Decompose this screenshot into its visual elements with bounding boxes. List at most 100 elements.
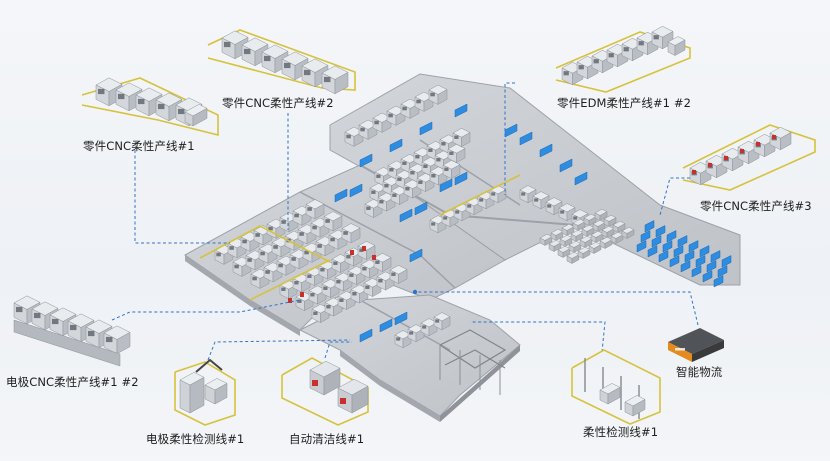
inspection-station bbox=[407, 324, 425, 343]
buffer-rack bbox=[658, 250, 669, 263]
conveyor-module bbox=[389, 138, 403, 153]
inspection-station bbox=[624, 395, 646, 417]
label-part-cnc-line-3: 零件CNC柔性产线#3 bbox=[700, 199, 812, 213]
safety-fence bbox=[81, 77, 219, 137]
status-light bbox=[708, 163, 712, 167]
leader-lines bbox=[111, 82, 699, 361]
conveyor-module bbox=[539, 143, 553, 158]
cluster-electrode-cnc-line bbox=[13, 295, 131, 367]
conveyor-module bbox=[454, 171, 468, 186]
conveyor-module bbox=[334, 188, 348, 203]
buffer-rack bbox=[710, 250, 721, 263]
edm-machine bbox=[453, 203, 471, 222]
conveyor-module bbox=[454, 103, 468, 118]
status-light bbox=[350, 250, 354, 255]
conveyor-module bbox=[349, 183, 363, 198]
storage-rack bbox=[550, 228, 564, 241]
leader-line bbox=[415, 291, 699, 326]
buffer-rack bbox=[680, 260, 691, 273]
storage-rack bbox=[621, 226, 635, 239]
buffer-rack bbox=[706, 260, 717, 273]
cleaning-machine bbox=[337, 378, 369, 414]
status-light bbox=[372, 255, 376, 260]
conveyor-module bbox=[574, 171, 588, 186]
gantry-frame bbox=[444, 349, 506, 369]
conveyor-module bbox=[419, 121, 433, 136]
storage-rack bbox=[557, 245, 571, 258]
conveyor-module bbox=[439, 178, 453, 193]
agv-light bbox=[675, 348, 685, 351]
storage-rack bbox=[594, 208, 608, 221]
production-line-illustrations bbox=[13, 25, 816, 426]
buffer-rack bbox=[647, 245, 658, 258]
label-flexible-inspection-line: 柔性检测线#1 bbox=[583, 425, 659, 439]
buffer-rack bbox=[666, 230, 677, 243]
buffer-rack bbox=[695, 255, 706, 268]
status-light bbox=[724, 156, 728, 160]
inspection-station bbox=[599, 383, 621, 405]
conveyor-module bbox=[519, 131, 533, 146]
edm-machine bbox=[519, 185, 537, 204]
status-light bbox=[312, 380, 318, 386]
storage-rack bbox=[601, 225, 615, 238]
agv-robot bbox=[668, 328, 724, 362]
cnc-machine bbox=[428, 84, 448, 105]
cluster-part-edm-line bbox=[555, 25, 691, 93]
cnc-machine bbox=[452, 128, 471, 148]
agv-side-right bbox=[692, 340, 724, 362]
label-smart-logistics: 智能物流 bbox=[676, 365, 723, 379]
edm-machine bbox=[545, 197, 563, 216]
storage-rack bbox=[612, 220, 626, 233]
status-light bbox=[288, 298, 292, 303]
storage-rack bbox=[539, 233, 553, 246]
buffer-rack bbox=[684, 250, 695, 263]
conveyor-module bbox=[399, 208, 413, 223]
cnc-machine bbox=[321, 65, 349, 95]
status-light bbox=[772, 135, 776, 139]
safety-fence bbox=[281, 357, 369, 426]
buffer-rack bbox=[651, 235, 662, 248]
label-part-edm-line: 零件EDM柔性产线#1 #2 bbox=[557, 96, 692, 110]
cnc-machine bbox=[103, 325, 131, 355]
leader-line bbox=[504, 82, 515, 195]
buffer-rack bbox=[677, 235, 688, 248]
agv-side-left bbox=[668, 342, 692, 362]
cnc-machine bbox=[305, 199, 325, 220]
label-electrode-cnc-line: 电极CNC柔性产线#1 #2 bbox=[6, 375, 139, 389]
cnc-machine bbox=[389, 265, 408, 285]
cnc-machine bbox=[341, 223, 361, 244]
cluster-auto-cleaning-line bbox=[281, 357, 369, 426]
cnc-machine bbox=[442, 160, 461, 180]
cnc-machine bbox=[373, 253, 392, 273]
buffer-rack bbox=[688, 240, 699, 253]
cnc-machine bbox=[390, 186, 409, 206]
buffer-rack bbox=[662, 240, 673, 253]
safety-fence bbox=[174, 361, 236, 426]
leader-line bbox=[659, 177, 690, 216]
factory-equipment bbox=[199, 84, 732, 395]
conveyor-module bbox=[359, 328, 373, 343]
leader-line bbox=[324, 341, 352, 359]
leader-line bbox=[207, 339, 351, 361]
cnc-machine bbox=[49, 307, 77, 337]
conveyor-module bbox=[379, 318, 393, 333]
status-light bbox=[692, 170, 696, 174]
buffer-rack bbox=[636, 240, 647, 253]
inspection-station bbox=[433, 312, 451, 331]
conveyor-module bbox=[394, 311, 408, 326]
buffer-rack bbox=[699, 245, 710, 258]
leader-anchor-dot bbox=[412, 289, 418, 295]
storage-rack bbox=[566, 251, 580, 264]
storage-rack bbox=[548, 239, 562, 252]
label-electrode-inspection-line: 电极柔性检测线#1 bbox=[146, 432, 245, 446]
storage-rack bbox=[588, 241, 602, 254]
status-light bbox=[740, 149, 744, 153]
cluster-part-cnc-line-3 bbox=[682, 124, 816, 191]
buffer-rack bbox=[721, 255, 732, 268]
storage-tower bbox=[179, 372, 205, 414]
cleaning-machine bbox=[309, 360, 341, 396]
safety-fence bbox=[571, 349, 661, 425]
leader-line bbox=[134, 150, 230, 244]
